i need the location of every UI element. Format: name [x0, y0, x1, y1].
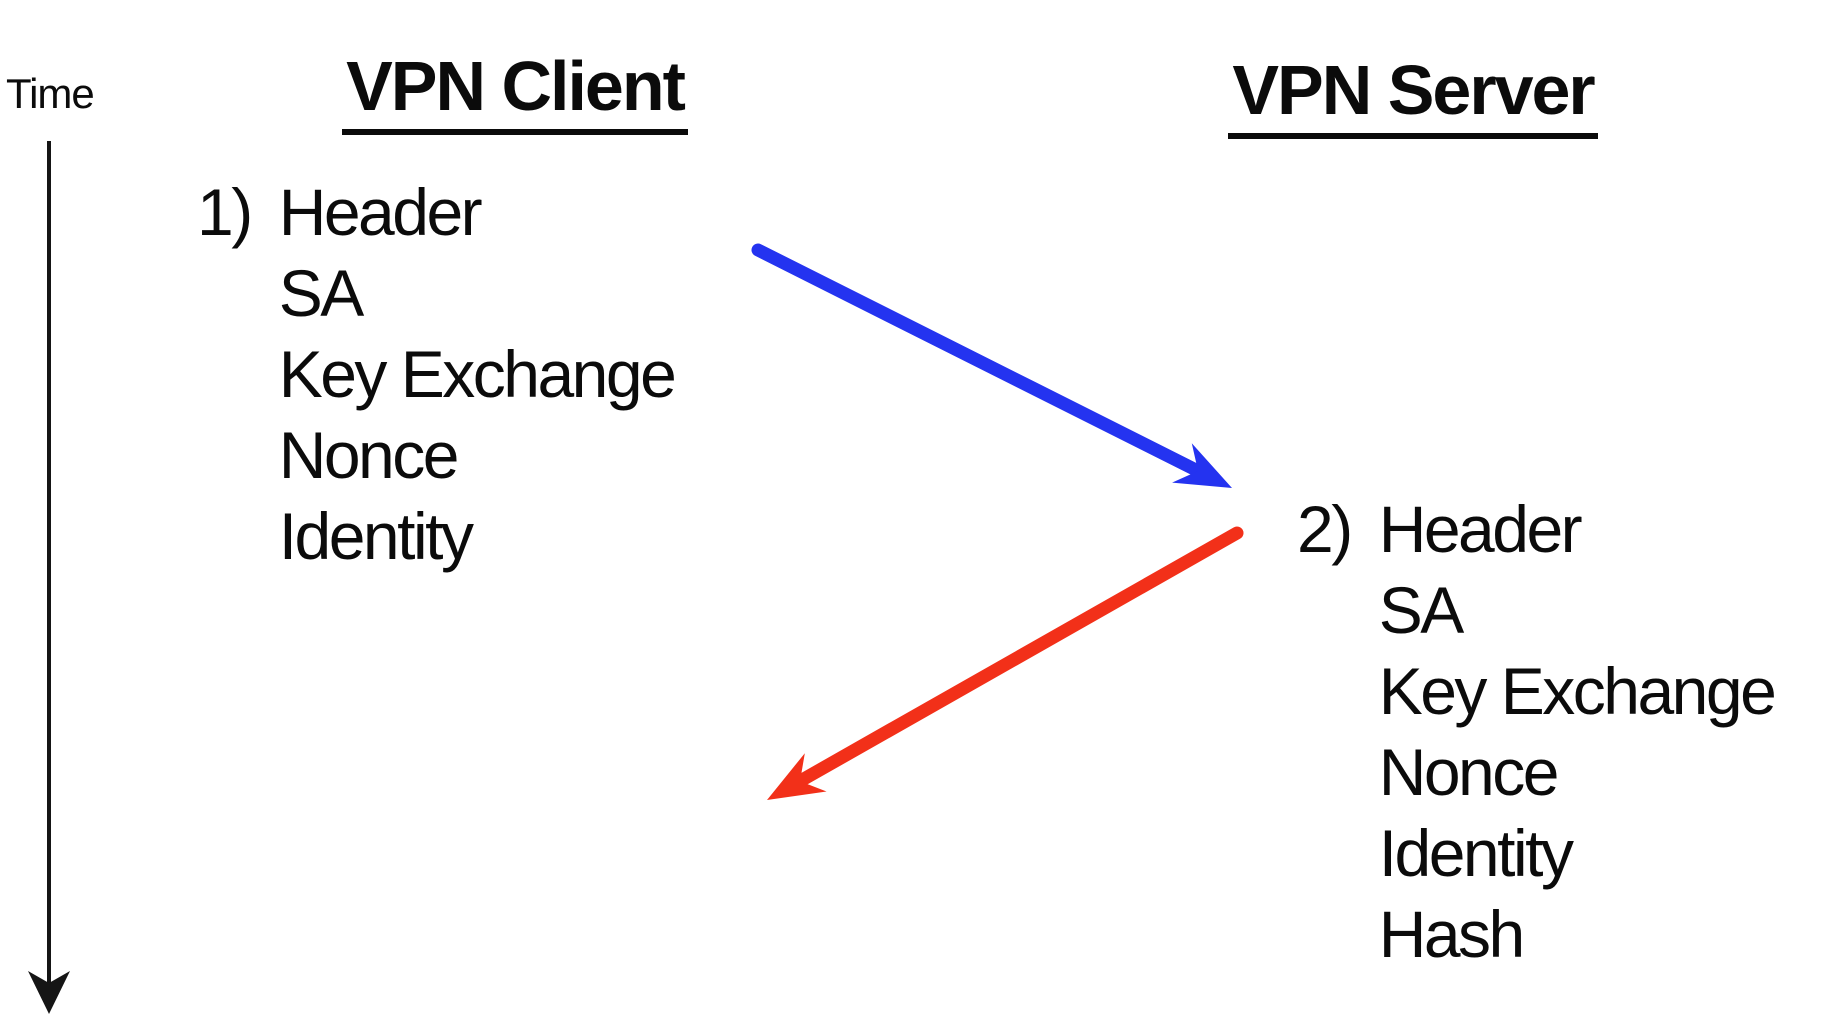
server-message-2-payload: 2) Header SA Key Exchange Nonce Identity…	[1297, 489, 1777, 975]
client-column-title: VPN Client	[255, 46, 775, 135]
server-to-client-arrow	[767, 526, 1244, 800]
payload-item: Header	[278, 175, 483, 249]
client-to-server-arrow	[751, 243, 1232, 488]
payload-item: Key Exchange	[278, 337, 677, 411]
time-axis-arrow	[28, 141, 70, 1014]
payload-item: Key Exchange	[1378, 654, 1777, 728]
client-message-1-payload: 1) Header SA Key Exchange Nonce Identity	[197, 172, 677, 577]
payload-item: Hash	[1378, 897, 1526, 971]
payload-item: Nonce	[1378, 735, 1560, 809]
server-to-client-line	[795, 526, 1244, 787]
server-payload-items: Header SA Key Exchange Nonce Identity Ha…	[1378, 489, 1777, 975]
client-to-server-line	[751, 243, 1203, 477]
server-step-number: 2)	[1297, 492, 1353, 566]
client-step-number: 1)	[197, 175, 253, 249]
time-axis-label: Time	[6, 70, 95, 117]
payload-item: SA	[1378, 573, 1465, 647]
server-title-text: VPN Server	[1228, 50, 1598, 139]
client-payload-items: Header SA Key Exchange Nonce Identity	[278, 172, 677, 577]
payload-item: SA	[278, 256, 365, 330]
payload-item: Identity	[278, 499, 474, 573]
time-axis-arrowhead-icon	[28, 971, 70, 1014]
client-to-server-arrowhead-icon	[1172, 443, 1232, 488]
client-title-text: VPN Client	[342, 46, 688, 135]
payload-item: Nonce	[278, 418, 460, 492]
server-column-title: VPN Server	[1153, 50, 1673, 139]
payload-item: Identity	[1378, 816, 1574, 890]
payload-item: Header	[1378, 492, 1583, 566]
server-to-client-arrowhead-icon	[767, 753, 827, 800]
